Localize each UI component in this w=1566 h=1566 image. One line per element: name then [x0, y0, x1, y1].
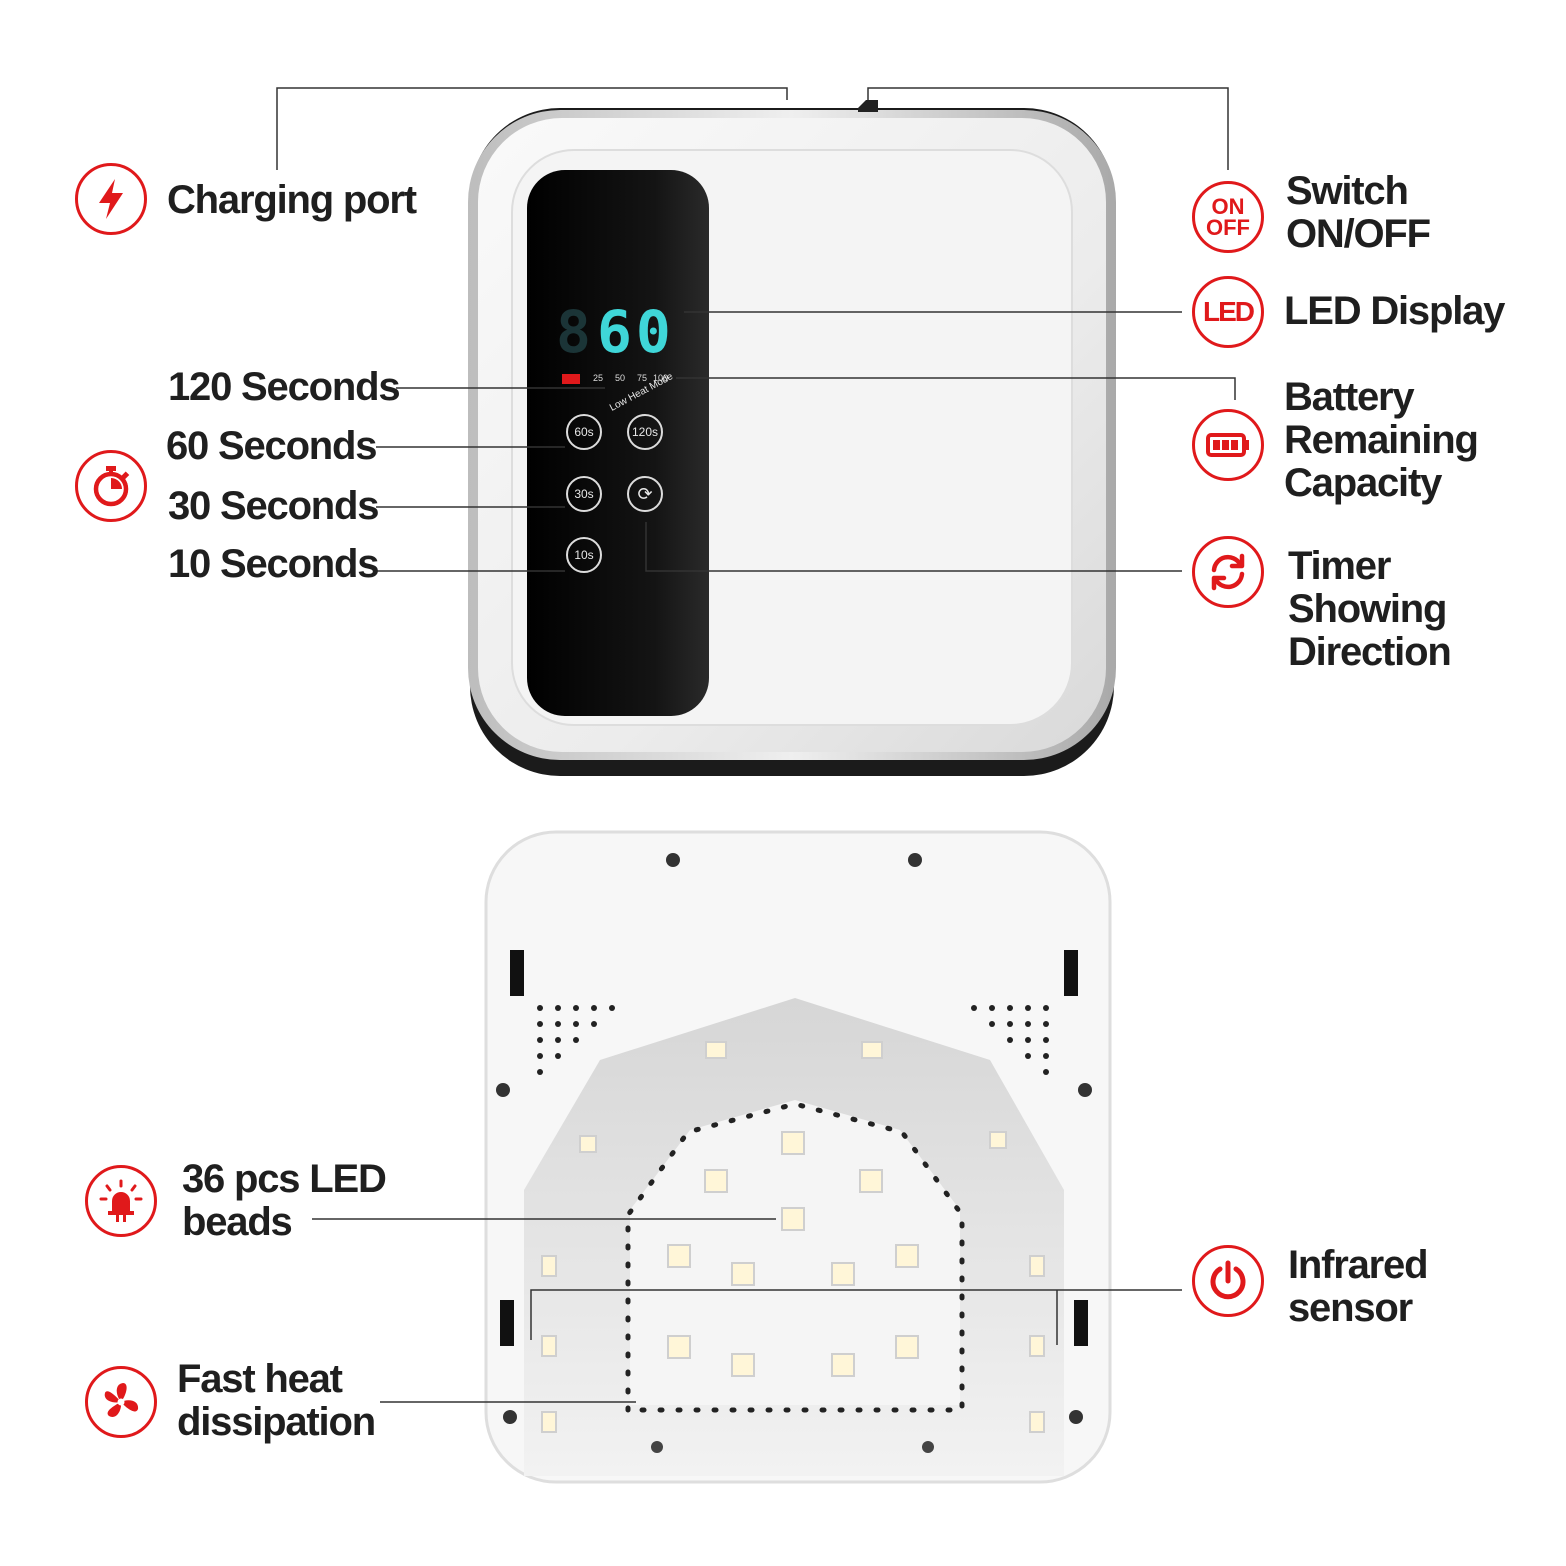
refresh-icon: ⟳ — [637, 483, 653, 504]
led-bead-light-icon — [85, 1165, 157, 1237]
display-digits: 60 — [597, 298, 675, 366]
label-battery-line3: Capacity — [1284, 461, 1442, 505]
battery-icon — [1192, 409, 1264, 481]
btn-60-seconds[interactable]: 60s — [566, 414, 602, 450]
btn-120-seconds[interactable]: 120s — [627, 414, 663, 450]
refresh-direction-icon — [1192, 536, 1264, 608]
label-timer-line2: Showing — [1288, 587, 1447, 631]
label-timer-line1: Timer — [1288, 544, 1391, 588]
battery-tick-75: 75 — [637, 373, 648, 383]
label-heat-line2: dissipation — [177, 1400, 376, 1444]
leader-lines — [276, 87, 1236, 1403]
on-off-icon: ON OFF — [1192, 181, 1264, 253]
battery-indicator-icon — [562, 374, 580, 384]
stopwatch-icon — [75, 450, 147, 522]
label-led-beads-line2: beads — [182, 1200, 293, 1244]
btn-10-seconds[interactable]: 10s — [566, 537, 602, 573]
lamp-bottom — [484, 830, 1112, 1484]
led-text: LED — [1203, 296, 1255, 327]
label-charging-port: Charging port — [167, 178, 417, 222]
label-sensor-line2: sensor — [1288, 1286, 1413, 1330]
label-timer-line3: Direction — [1288, 630, 1452, 674]
fan-icon — [85, 1366, 157, 1438]
display-ghost-digit: 8 — [556, 298, 591, 366]
lamp-top — [468, 100, 1116, 776]
on-text: ON — [1211, 194, 1245, 219]
btn-timer-direction[interactable]: ⟳ — [627, 476, 663, 512]
led-icon: LED — [1192, 276, 1264, 348]
lightning-icon — [75, 163, 147, 235]
label-switch-line1: Switch — [1286, 169, 1409, 213]
btn-30-seconds[interactable]: 30s — [566, 476, 602, 512]
label-battery-line2: Remaining — [1284, 418, 1479, 462]
label-10-seconds: 10 Seconds — [168, 542, 380, 586]
power-icon — [1192, 1245, 1264, 1317]
label-60-seconds: 60 Seconds — [166, 424, 378, 468]
label-30-seconds: 30 Seconds — [168, 484, 380, 528]
label-battery-line1: Battery — [1284, 375, 1415, 419]
label-led-display: LED Display — [1284, 289, 1505, 333]
label-sensor-line1: Infrared — [1288, 1243, 1429, 1287]
label-led-beads-line1: 36 pcs LED — [182, 1157, 387, 1201]
battery-tick-25: 25 — [593, 373, 604, 383]
battery-tick-100: 100 — [653, 373, 669, 383]
label-120-seconds: 120 Seconds — [168, 365, 401, 409]
label-heat-line1: Fast heat — [177, 1357, 343, 1401]
label-switch-line2: ON/OFF — [1286, 212, 1431, 256]
battery-tick-50: 50 — [615, 373, 626, 383]
off-text: OFF — [1206, 215, 1250, 240]
